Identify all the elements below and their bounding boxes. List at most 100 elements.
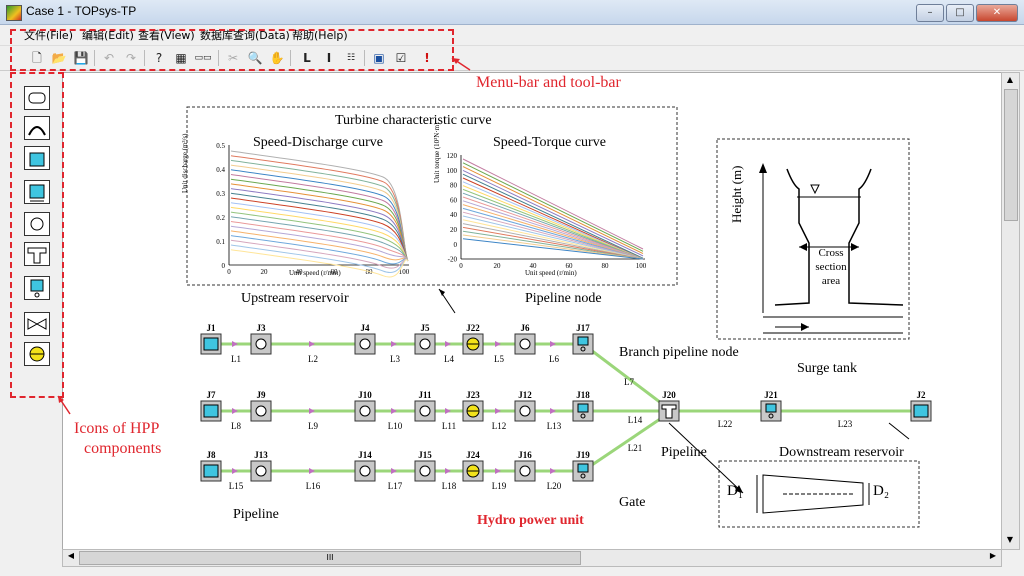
torque-curve xyxy=(462,185,644,260)
insert-tool-button[interactable]: I xyxy=(326,51,332,65)
left-ytick: 0 xyxy=(222,262,226,270)
node-component-icon[interactable] xyxy=(24,212,50,236)
hand-icon[interactable]: ✋ xyxy=(269,51,285,65)
properties-icon[interactable]: ▭▭ xyxy=(194,53,212,63)
window-title: Case 1 - TOPsys-TP xyxy=(26,4,137,18)
cut-icon[interactable]: ✂ xyxy=(227,51,239,65)
monitor-icon[interactable]: ▣ xyxy=(373,51,385,65)
network-node[interactable]: J1 xyxy=(200,323,222,355)
menu-help[interactable]: 帮助(Help) xyxy=(292,29,348,42)
torque-curve xyxy=(462,200,644,260)
line-tool-button[interactable]: L xyxy=(303,51,311,65)
save-icon[interactable]: 💾 xyxy=(73,51,89,65)
menu-file[interactable]: 文件(File) xyxy=(24,29,73,42)
network-node[interactable]: J8 xyxy=(200,450,222,482)
pipe-label: L6 xyxy=(549,354,559,364)
list-icon[interactable]: ☷ xyxy=(346,53,356,63)
horizontal-scroll-thumb[interactable]: III xyxy=(79,551,581,565)
menu-view[interactable]: 查看(View) xyxy=(138,29,195,42)
menu-edit[interactable]: 编辑(Edit) xyxy=(82,29,134,42)
network-node[interactable]: J22 xyxy=(462,323,484,355)
network-node[interactable]: J23 xyxy=(462,390,484,422)
network-node[interactable]: J3 xyxy=(250,323,272,355)
surge-tank-component-icon[interactable] xyxy=(24,276,50,300)
network-node[interactable]: J15 xyxy=(414,450,436,482)
node-label: J6 xyxy=(521,323,531,333)
scroll-up-icon[interactable]: ▲ xyxy=(1006,75,1014,84)
help-icon[interactable]: ? xyxy=(155,51,163,65)
run-button[interactable]: ! xyxy=(424,51,430,65)
network-node[interactable]: J4 xyxy=(354,323,376,355)
branch-component-icon[interactable] xyxy=(24,242,50,266)
node-label: J7 xyxy=(207,390,217,400)
open-folder-icon[interactable]: 📂 xyxy=(51,51,67,65)
torque-curve xyxy=(462,181,644,260)
calculator-icon[interactable]: ▦ xyxy=(175,51,187,65)
scroll-right-icon[interactable]: ▶ xyxy=(989,551,997,560)
torque-curve xyxy=(462,192,644,260)
zoom-icon[interactable]: 🔍 xyxy=(247,51,263,65)
menu-data[interactable]: 数据库查询(Data) xyxy=(200,29,290,42)
vertical-scroll-thumb[interactable] xyxy=(1004,89,1018,221)
check-icon[interactable]: ☑ xyxy=(395,51,407,65)
vertical-scrollbar[interactable]: ▲ ▼ xyxy=(1001,72,1020,550)
discharge-curve xyxy=(230,202,409,262)
network-node[interactable]: J12 xyxy=(514,390,536,422)
discharge-curve xyxy=(230,206,409,262)
network-node[interactable]: J21 xyxy=(760,390,782,422)
scroll-down-icon[interactable]: ▼ xyxy=(1006,535,1014,544)
horizontal-scrollbar[interactable]: ◀ III ▶ xyxy=(62,549,1002,567)
network-node[interactable]: J17 xyxy=(572,323,594,355)
turbine-title: Turbine characteristic curve xyxy=(335,113,492,128)
discharge-curve xyxy=(230,235,409,265)
node-label: J9 xyxy=(257,390,267,400)
turbine-component-icon[interactable] xyxy=(24,342,50,366)
valve-component-icon[interactable] xyxy=(24,312,50,336)
pipeline-node-label: Pipeline node xyxy=(525,291,602,306)
new-file-icon[interactable]: 🗋 xyxy=(32,51,42,65)
pipe-component-icon[interactable] xyxy=(24,86,50,110)
node-label: J18 xyxy=(576,390,590,400)
redo-icon[interactable]: ↷ xyxy=(125,51,137,65)
node-label: J3 xyxy=(257,323,267,333)
undo-icon[interactable]: ↶ xyxy=(103,51,115,65)
network-node[interactable]: J5 xyxy=(414,323,436,355)
close-button[interactable]: ✕ xyxy=(976,4,1018,22)
network-node[interactable]: J9 xyxy=(250,390,272,422)
right-ytick: 0 xyxy=(454,241,458,249)
right-xtick: 80 xyxy=(602,262,610,270)
torque-curve xyxy=(462,169,644,257)
gate-label: Gate xyxy=(619,495,646,510)
network-node[interactable]: J20 xyxy=(658,390,680,422)
torque-curve xyxy=(462,204,644,260)
network-node[interactable]: J7 xyxy=(200,390,222,422)
bend-component-icon[interactable] xyxy=(24,116,50,140)
left-ytick: 0.1 xyxy=(216,238,225,246)
torque-curve xyxy=(462,238,644,260)
reservoir-outlet-component-icon[interactable] xyxy=(24,180,50,204)
network-node[interactable]: J24 xyxy=(462,450,484,482)
network-node[interactable]: J14 xyxy=(354,450,376,482)
reservoir-component-icon[interactable] xyxy=(24,146,50,170)
left-xlabel: Unit speed (r/min) xyxy=(289,269,341,277)
maximize-button[interactable]: □ xyxy=(946,4,974,22)
network-node[interactable]: J13 xyxy=(250,450,272,482)
pipe-label: L21 xyxy=(628,443,643,453)
network-node[interactable]: J19 xyxy=(572,450,594,482)
network-node[interactable]: J2 xyxy=(910,390,932,422)
minimize-button[interactable]: – xyxy=(916,4,944,22)
network-node[interactable]: J11 xyxy=(414,390,436,422)
torque-curve xyxy=(462,215,644,260)
network-node[interactable]: J18 xyxy=(572,390,594,422)
right-ytick: 80 xyxy=(450,182,458,190)
node-label: J19 xyxy=(576,450,590,460)
torque-curve xyxy=(462,188,644,260)
scroll-left-icon[interactable]: ◀ xyxy=(67,551,75,560)
title-bar: Case 1 - TOPsys-TP – □ ✕ xyxy=(0,0,1024,25)
network-node[interactable]: J10 xyxy=(354,390,376,422)
network-node[interactable]: J6 xyxy=(514,323,536,355)
pipe-label: L17 xyxy=(388,481,403,491)
network-node[interactable]: J16 xyxy=(514,450,536,482)
